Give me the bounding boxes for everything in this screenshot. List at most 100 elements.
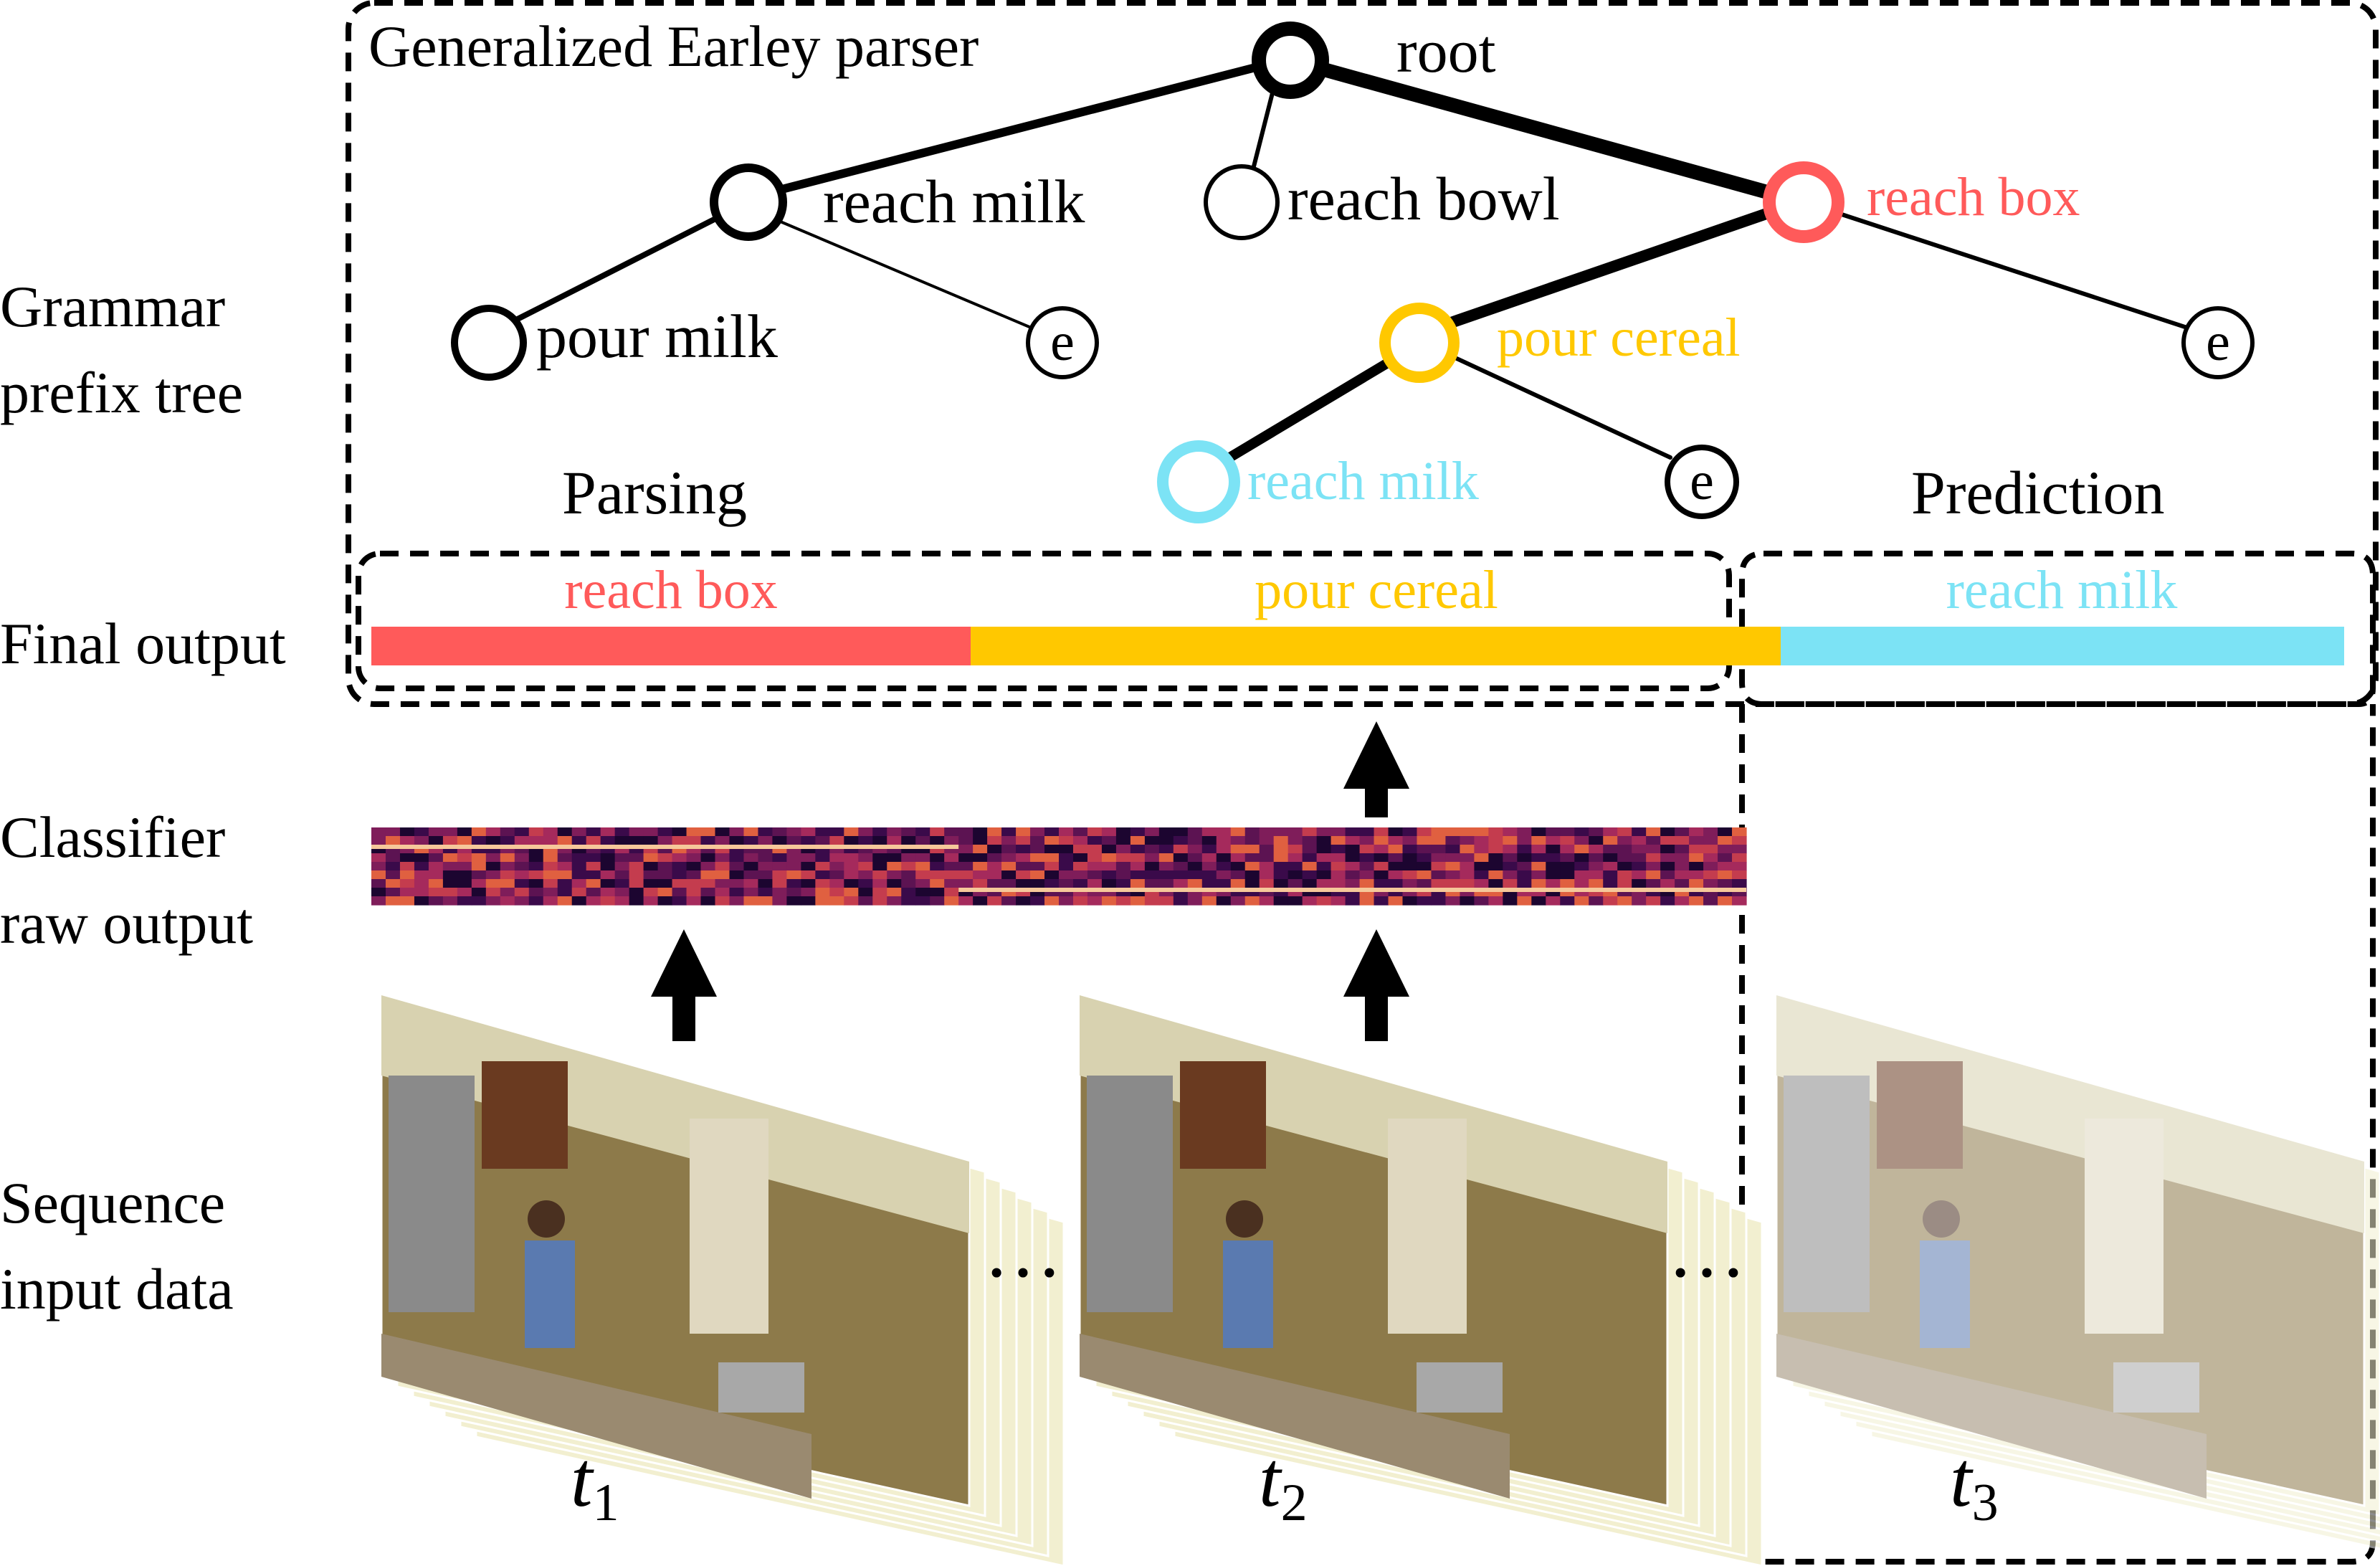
heatmap-cell <box>786 870 801 880</box>
heatmap-cell <box>586 888 601 897</box>
heatmap-cell <box>586 853 601 863</box>
heatmap-cell <box>930 853 945 863</box>
heatmap-cell <box>1646 879 1661 888</box>
heatmap-cell <box>1101 827 1117 837</box>
heatmap-cell <box>586 896 601 906</box>
heatmap-cell <box>1144 845 1160 854</box>
heatmap-cell <box>1546 862 1561 871</box>
heatmap-cell <box>485 896 501 906</box>
heatmap-cell <box>500 879 515 888</box>
heatmap-cell <box>1187 845 1203 854</box>
heatmap-cell <box>571 870 587 880</box>
heatmap-cell <box>1173 836 1189 845</box>
heatmap-cell <box>1632 827 1647 837</box>
heatmap-cell <box>1101 853 1117 863</box>
heatmap-cell <box>987 845 1002 854</box>
heatmap-cell <box>1431 827 1447 837</box>
heatmap-cell <box>829 836 844 845</box>
heatmap-cell <box>1072 836 1088 845</box>
heatmap-cell <box>973 896 988 906</box>
heatmap-cell <box>1646 836 1661 845</box>
heatmap-cell <box>657 862 673 871</box>
heatmap-cell <box>1201 853 1217 863</box>
heatmap-cell <box>1115 862 1131 871</box>
tree-label-e-1: e <box>1050 312 1075 372</box>
heatmap-cell <box>1302 853 1318 863</box>
heatmap-cell <box>1201 836 1217 845</box>
heatmap-cell <box>571 896 587 906</box>
heatmap-cell <box>1087 845 1103 854</box>
heatmap-cell <box>858 853 873 863</box>
heatmap-cell <box>1617 879 1632 888</box>
heatmap-cell <box>1216 896 1232 906</box>
heatmap-cell <box>672 853 687 863</box>
edge-pourcereal-reachmilk <box>1222 353 1400 464</box>
heatmap-cell <box>586 836 601 845</box>
heatmap-cell <box>743 896 759 906</box>
heatmap-cell <box>1603 836 1618 845</box>
heatmap-cell <box>1589 879 1604 888</box>
heatmap-cell <box>1158 862 1174 871</box>
heatmap-cell <box>1130 896 1146 906</box>
fridge <box>389 1076 475 1312</box>
heatmap-cell <box>1646 845 1661 854</box>
heatmap-cell <box>887 879 902 888</box>
heatmap-cell <box>1374 836 1389 845</box>
heatmap-cell <box>1574 879 1589 888</box>
node-reach-box <box>1763 161 1844 243</box>
heatmap-cell <box>700 836 716 845</box>
heatmap-cell <box>829 853 844 863</box>
heatmap-cell <box>1130 827 1146 837</box>
heatmap-cell <box>887 896 902 906</box>
segment-reach-box <box>371 627 971 665</box>
heatmap-cell <box>1001 870 1017 880</box>
heatmap-cell <box>442 870 458 880</box>
heatmap-cell <box>1574 836 1589 845</box>
heatmap-cell <box>1101 862 1117 871</box>
heatmap-cell <box>1087 853 1103 863</box>
heatmap-cell <box>1560 853 1575 863</box>
heatmap-cell <box>872 853 887 863</box>
heatmap-cell <box>1230 845 1246 854</box>
heatmap-cell <box>1460 853 1475 863</box>
parsing-box <box>356 551 1732 691</box>
heatmap-cell <box>858 879 873 888</box>
tree-nodes <box>451 22 2255 523</box>
heatmap-cell <box>528 853 544 863</box>
heatmap-cell <box>399 896 415 906</box>
heatmap-cell <box>543 896 558 906</box>
heatmap-cell <box>801 862 816 871</box>
heatmap-cell <box>887 862 902 871</box>
heatmap-cell <box>1144 896 1160 906</box>
heatmap-cell <box>1589 827 1604 837</box>
heatmap-cell <box>786 879 801 888</box>
heatmap-cell <box>944 870 959 880</box>
heatmap-cell <box>528 879 544 888</box>
heatmap-cell <box>1488 870 1503 880</box>
person-shirt <box>1920 1240 1970 1348</box>
heatmap-cell <box>672 836 687 845</box>
heatmap-cell <box>457 853 472 863</box>
heatmap-cell <box>815 836 830 845</box>
tree-label-e-3: e <box>1690 451 1714 511</box>
heatmap-cell <box>1431 836 1447 845</box>
heatmap-cell <box>614 896 630 906</box>
heatmap-cell <box>729 888 745 897</box>
heatmap-cell <box>987 853 1002 863</box>
heatmap-cell <box>958 862 974 871</box>
heatmap-cell <box>672 870 687 880</box>
heatmap-cell <box>399 853 415 863</box>
label-classifier-2: raw output <box>0 891 253 956</box>
heatmap-cell <box>629 836 644 845</box>
heatmap-cell <box>614 870 630 880</box>
heatmap-cell <box>614 853 630 863</box>
heatmap-cell <box>844 827 859 837</box>
sink <box>718 1362 804 1413</box>
heatmap-cell <box>844 879 859 888</box>
heatmap-cell <box>1359 845 1375 854</box>
heatmap-cell <box>1115 827 1131 837</box>
heatmap-cell <box>614 862 630 871</box>
heatmap-cell <box>1302 870 1318 880</box>
edge-root-reachbox <box>1283 53 1811 209</box>
heatmap-cell <box>1158 836 1174 845</box>
